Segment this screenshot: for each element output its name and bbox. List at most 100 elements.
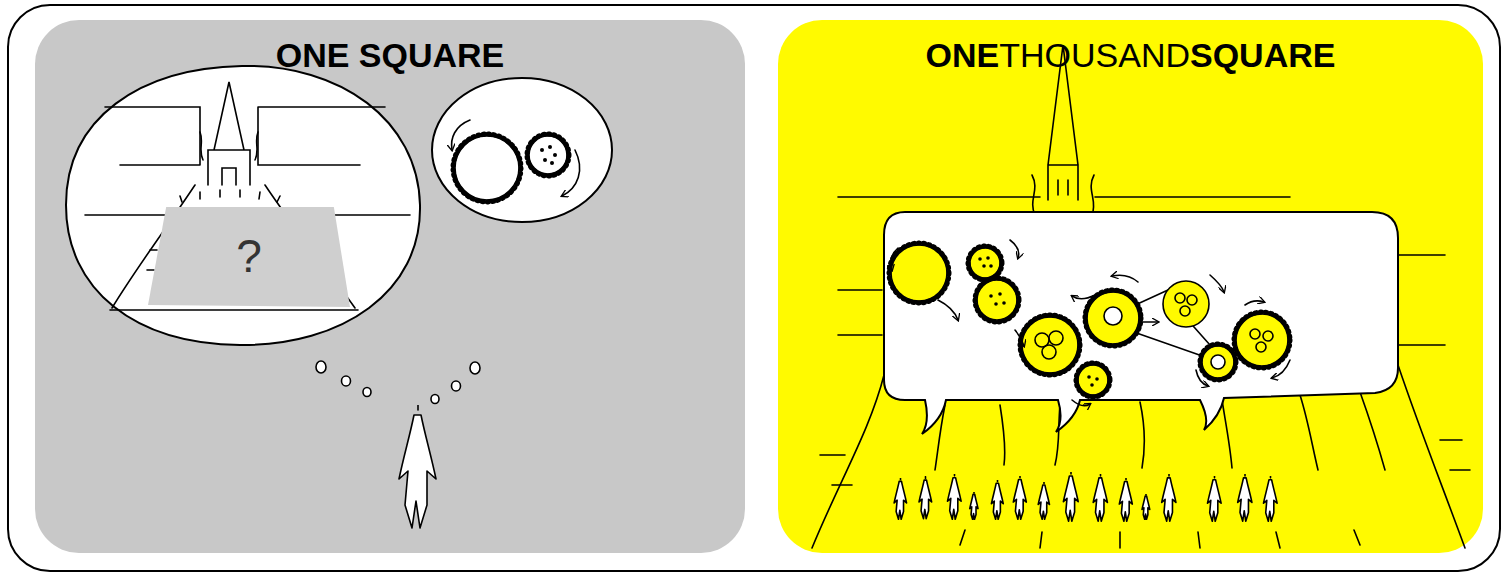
gear-teeth (1076, 363, 1110, 397)
person (1063, 472, 1078, 521)
church (200, 82, 258, 185)
person (970, 492, 978, 520)
outer-frame (8, 5, 1500, 571)
dot (1002, 301, 1006, 305)
rotation-arrow (1072, 295, 1095, 299)
person (1208, 476, 1222, 521)
dot (986, 256, 990, 260)
dot (316, 361, 326, 373)
gear-teeth (1020, 315, 1080, 375)
square-outline (110, 185, 358, 310)
dot (452, 381, 461, 391)
inner-circle (1180, 306, 1190, 316)
square-shape: ? (148, 207, 350, 307)
street-line (85, 214, 410, 216)
gear (1087, 292, 1139, 344)
dot (989, 294, 993, 298)
title-word: ONE (926, 36, 1000, 74)
left-illustration (66, 66, 612, 528)
gear-teeth (1234, 312, 1290, 368)
rotation-arrow (1140, 321, 1158, 323)
dot (543, 158, 547, 162)
person (1162, 474, 1176, 521)
gear (970, 248, 1000, 278)
rotation-arrow (938, 300, 958, 320)
person (1238, 474, 1252, 521)
rotation-arrow (1245, 301, 1264, 305)
gear-dots (540, 145, 557, 165)
dot (978, 257, 982, 261)
gear-teeth (453, 134, 521, 202)
panel: ONE SQUARE? (35, 20, 745, 553)
inner-circle (1263, 331, 1273, 341)
inner-circle (1175, 293, 1185, 303)
inner-circle (1256, 342, 1266, 352)
person (399, 405, 436, 528)
dot (1087, 375, 1091, 379)
person (1013, 476, 1026, 519)
gear-dots (978, 256, 1099, 387)
rotation-arrow (1196, 370, 1208, 386)
inner-circle (1104, 307, 1122, 325)
thought-bubble (66, 66, 420, 345)
building-line (258, 107, 385, 165)
inner-circle (1250, 329, 1260, 339)
dot (342, 376, 351, 386)
rotation-arrow (1010, 240, 1019, 258)
right-illustration (812, 45, 1470, 548)
rotation-arrow (452, 120, 470, 150)
question-mark: ? (148, 229, 350, 284)
crowd (894, 472, 1277, 521)
person (919, 477, 932, 519)
square-blob (884, 212, 1398, 434)
title-word: ONE SQUARE (276, 36, 505, 74)
gear-teeth (1200, 344, 1236, 380)
gear (1163, 281, 1209, 327)
rotation-arrows (891, 240, 1290, 406)
person (1119, 478, 1132, 521)
dot (989, 264, 993, 268)
ground-lines (820, 392, 1470, 548)
panel-title: ONETHOUSANDSQUARE (778, 36, 1483, 75)
dot (470, 362, 480, 374)
dot (1095, 377, 1099, 381)
ground-edge (812, 365, 1465, 548)
person (1142, 494, 1150, 520)
rotation-arrow (562, 150, 580, 196)
gear-teeth (889, 243, 949, 303)
rotation-arrow (1112, 275, 1138, 282)
person (1038, 482, 1049, 519)
gear-teeth (968, 246, 1002, 280)
glow-ticks (147, 190, 337, 300)
person (894, 478, 906, 519)
dot (982, 264, 986, 268)
dot (431, 395, 439, 404)
gear-teeth (1085, 290, 1141, 346)
panel-title: ONE SQUARE (35, 36, 745, 75)
dot (540, 148, 544, 152)
gear (1236, 314, 1288, 366)
dot (998, 292, 1002, 296)
inner-circle (1035, 333, 1049, 347)
dot (550, 161, 554, 165)
person (948, 474, 962, 519)
dot (553, 153, 557, 157)
gears (889, 243, 1290, 397)
street-line (838, 197, 1445, 345)
link-line (1120, 290, 1210, 358)
gear (1078, 365, 1108, 395)
dot (548, 145, 552, 149)
dot (363, 388, 371, 397)
inner-circle (1042, 345, 1056, 359)
person (1093, 474, 1107, 521)
gear (891, 245, 947, 301)
title-word: SQUARE (1190, 36, 1335, 74)
gear-teeth (527, 134, 569, 176)
rotation-arrow (891, 248, 898, 270)
inner-circle (1187, 295, 1197, 305)
inner-circle (1211, 355, 1225, 369)
gear-teeth (975, 278, 1019, 322)
gear (1202, 346, 1234, 378)
dot (994, 302, 998, 306)
thought-bubble (432, 78, 612, 222)
